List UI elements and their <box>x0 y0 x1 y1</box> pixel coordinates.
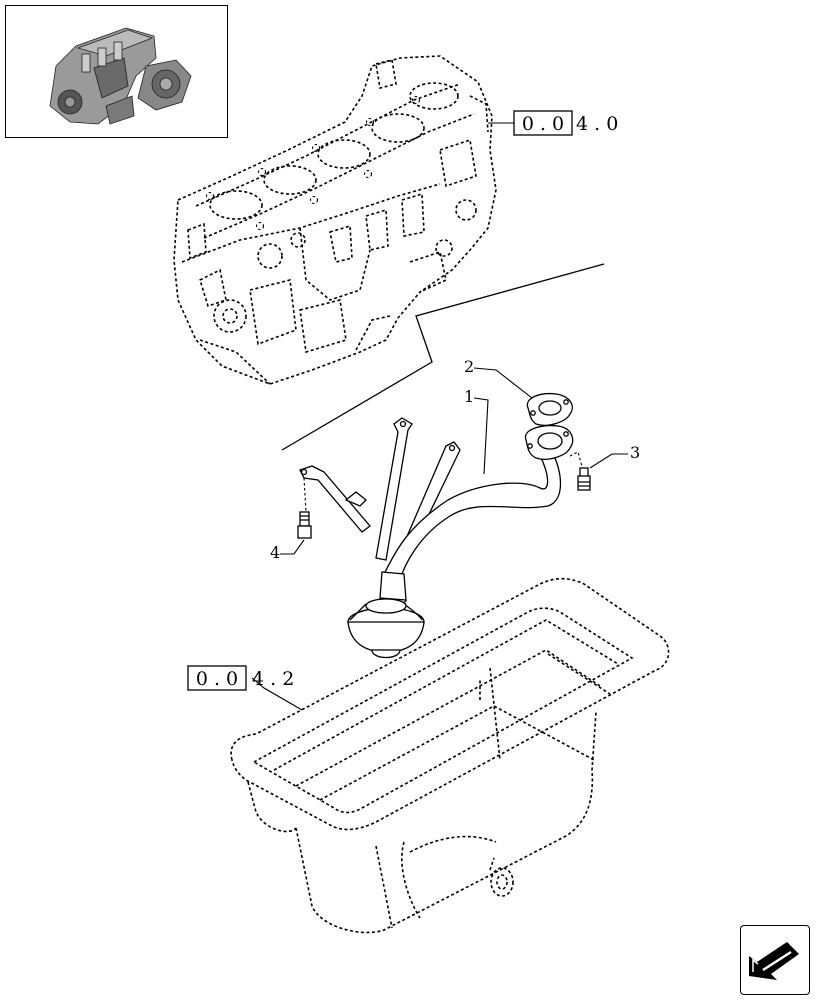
callout-3-leader <box>589 453 628 469</box>
engine-block <box>173 55 497 385</box>
callout-4-label: 4 <box>270 543 280 562</box>
callout-1: 1 <box>464 387 489 475</box>
section-break-line <box>281 263 605 451</box>
callout-1-label: 1 <box>464 387 474 406</box>
oil-sump <box>230 577 670 934</box>
ref-oil-sump-boxed[interactable]: 0 . 0 <box>196 668 238 690</box>
previous-page-button[interactable] <box>740 925 810 995</box>
engine-thumbnail <box>5 5 228 138</box>
ref-engine-block[interactable]: 0 . 0 4 . 0 <box>488 110 618 136</box>
callout-1-leader <box>473 397 489 475</box>
engine-thumbnail-image <box>49 27 192 125</box>
ref-oil-sump-suffix[interactable]: 4 . 2 <box>252 668 294 690</box>
callout-2-label: 2 <box>464 357 474 376</box>
ref-oil-sump-leader <box>251 677 303 711</box>
back-arrow-icon[interactable] <box>741 926 808 993</box>
callout-4: 4 <box>270 539 305 562</box>
ref-oil-sump-box[interactable] <box>187 665 247 691</box>
ref-oil-sump[interactable]: 0 . 0 4 . 2 <box>187 665 303 711</box>
callout-3-label: 3 <box>630 443 640 462</box>
oil-suction-pipe <box>299 417 574 659</box>
gasket <box>526 392 573 426</box>
screw-left <box>297 477 312 539</box>
callout-2-leader <box>473 367 533 399</box>
ref-engine-block-boxed[interactable]: 0 . 0 <box>522 113 564 135</box>
ref-engine-block-suffix[interactable]: 4 . 0 <box>576 113 618 135</box>
callout-3: 3 <box>589 443 640 469</box>
screw-right <box>569 451 591 491</box>
callout-4-leader <box>280 539 305 555</box>
callout-2: 2 <box>464 357 533 399</box>
